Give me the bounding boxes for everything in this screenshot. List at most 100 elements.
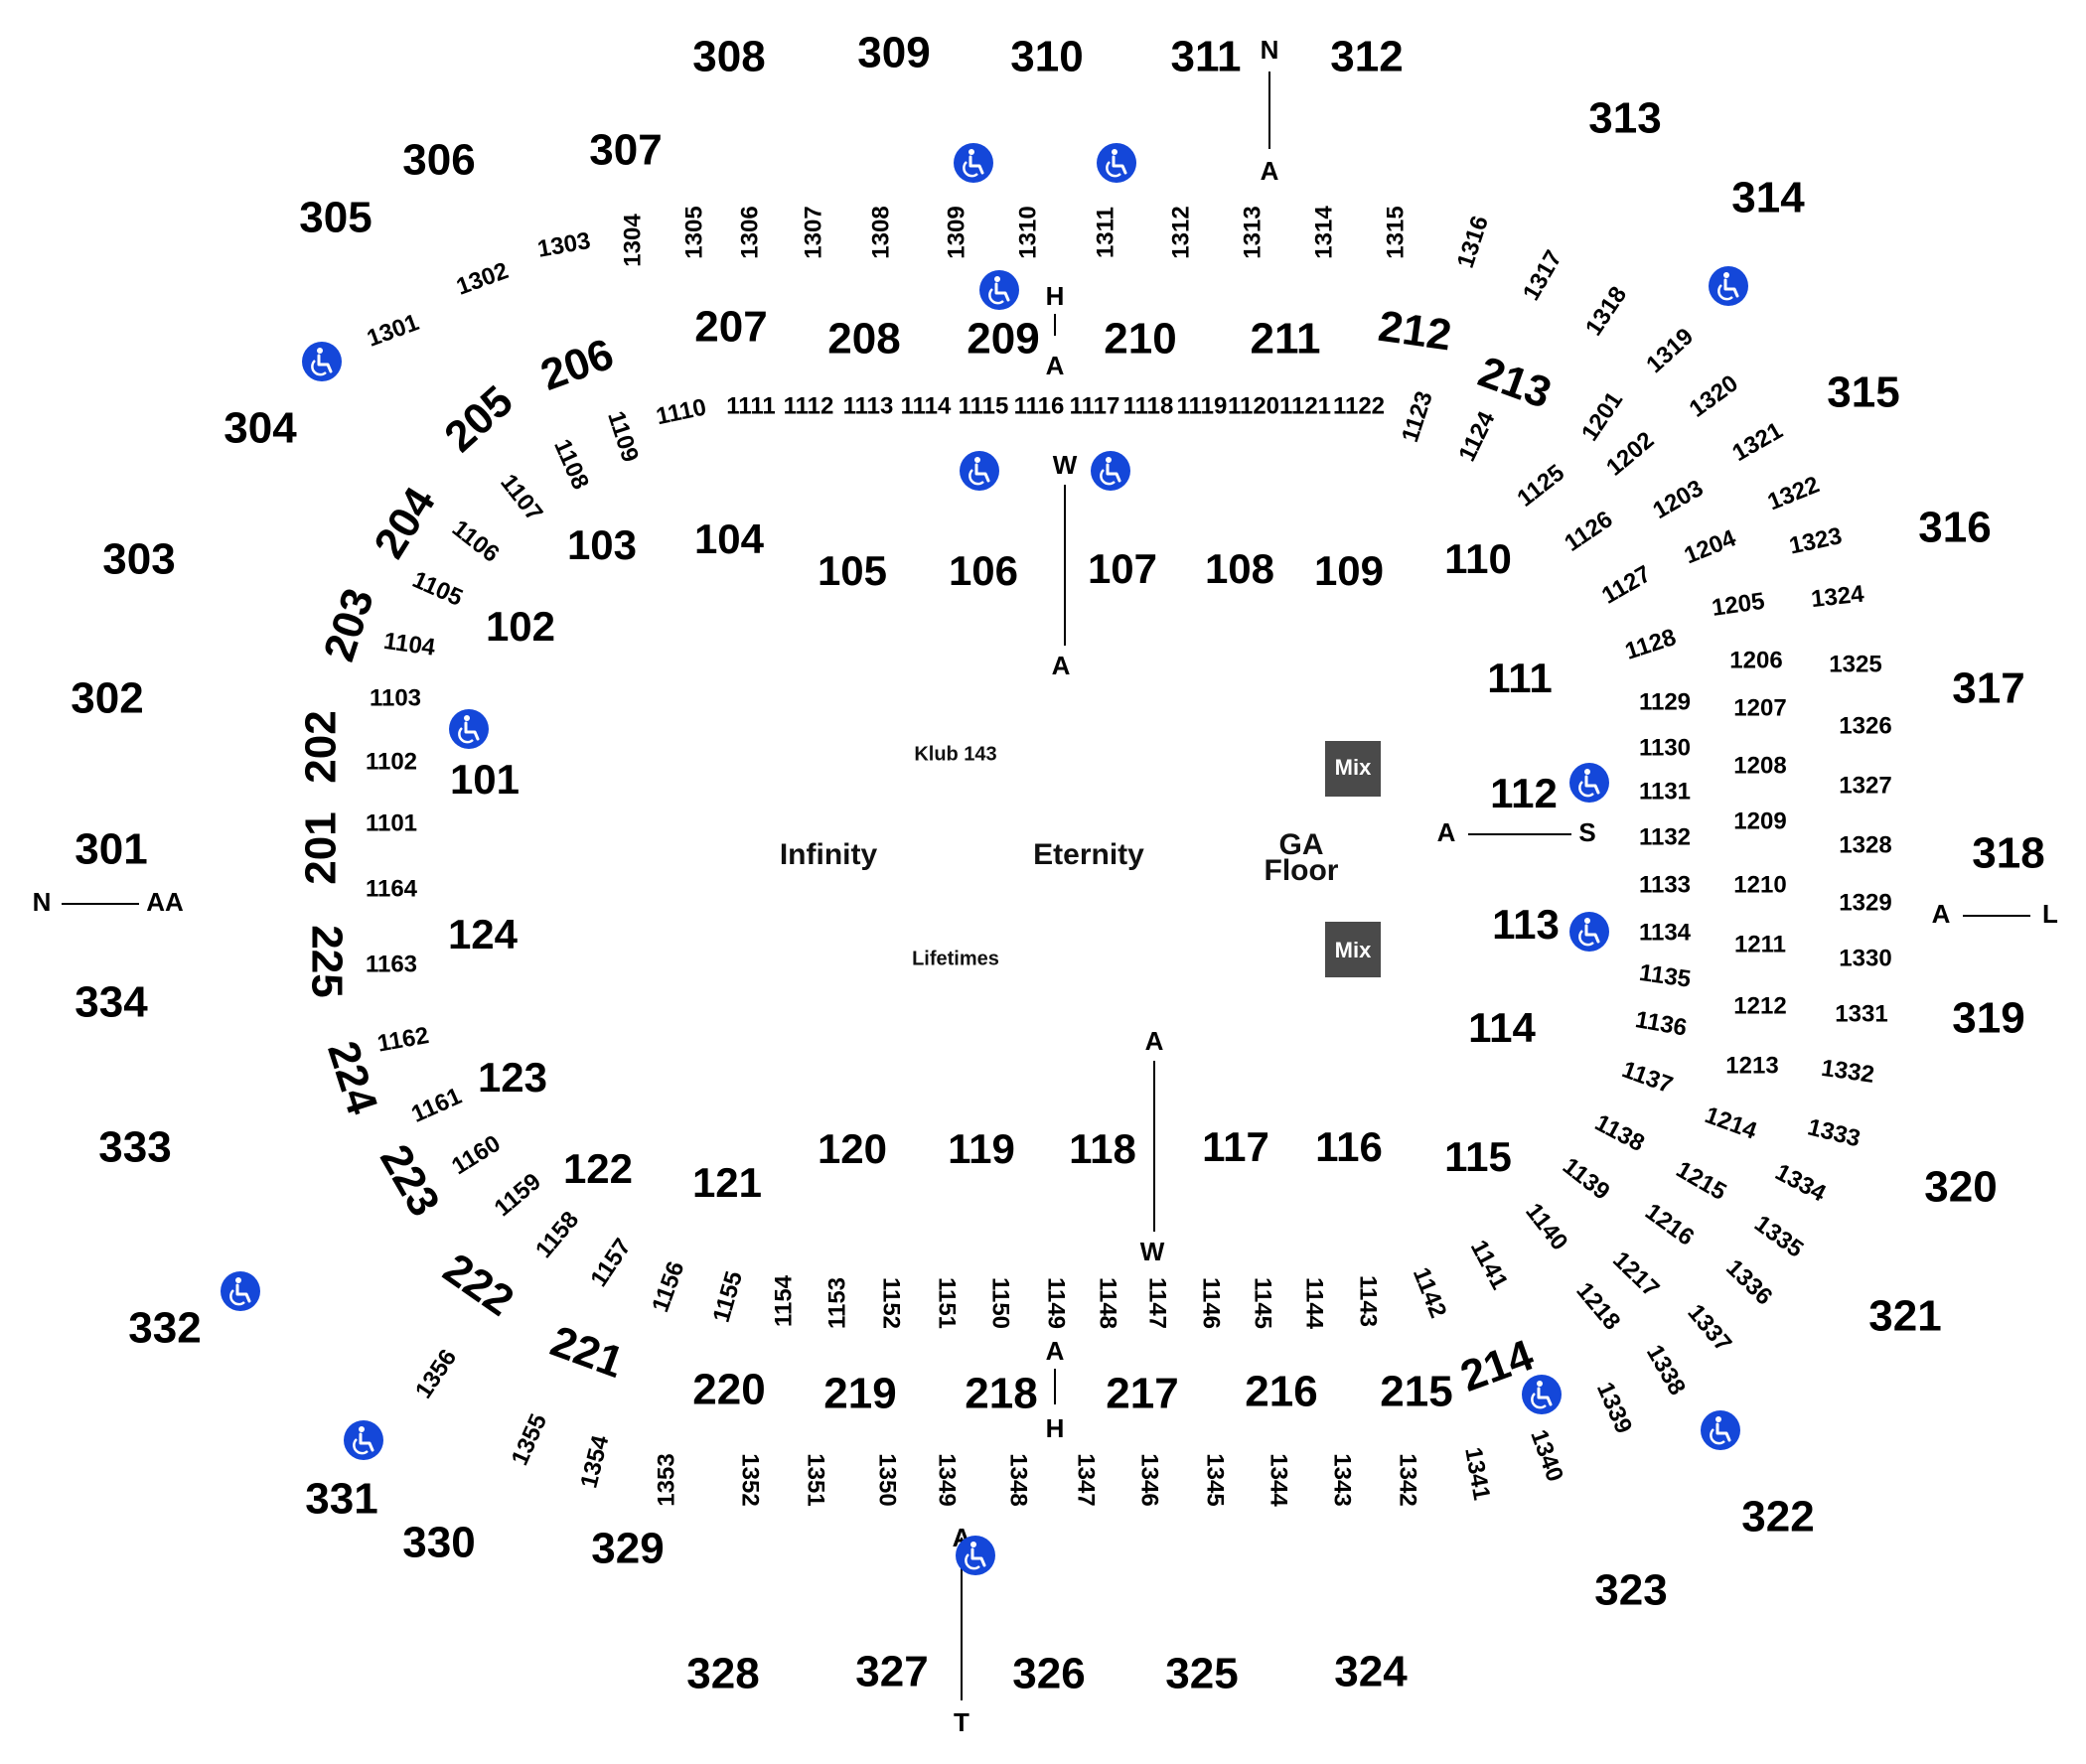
section-220[interactable]: 220 [692,1366,765,1414]
section-221[interactable]: 221 [544,1317,630,1388]
box-1207[interactable]: 1207 [1733,694,1786,721]
section-111[interactable]: 111 [1487,655,1552,701]
section-110[interactable]: 110 [1444,535,1512,582]
box-1136[interactable]: 1136 [1633,1006,1689,1042]
section-112[interactable]: 112 [1490,770,1558,816]
section-104[interactable]: 104 [694,515,765,562]
box-1121[interactable]: 1121 [1279,392,1331,419]
box-1323[interactable]: 1323 [1787,522,1845,560]
section-211[interactable]: 211 [1251,315,1321,364]
box-1329[interactable]: 1329 [1839,889,1891,916]
box-1328[interactable]: 1328 [1839,831,1891,858]
section-105[interactable]: 105 [818,547,887,594]
section-318[interactable]: 318 [1972,829,2044,878]
box-1145[interactable]: 1145 [1250,1277,1276,1329]
box-1147[interactable]: 1147 [1144,1277,1171,1329]
box-1342[interactable]: 1342 [1395,1453,1421,1506]
box-1351[interactable]: 1351 [803,1453,829,1506]
section-314[interactable]: 314 [1731,174,1805,222]
section-326[interactable]: 326 [1012,1650,1085,1698]
box-1123[interactable]: 1123 [1397,388,1438,446]
section-313[interactable]: 313 [1588,94,1661,143]
zone-ga-floor-line1[interactable]: GA [1279,828,1324,861]
box-1301[interactable]: 1301 [364,309,422,353]
box-1210[interactable]: 1210 [1733,871,1786,898]
section-201[interactable]: 201 [297,811,346,884]
box-1104[interactable]: 1104 [381,628,437,662]
box-1308[interactable]: 1308 [867,206,894,258]
box-1309[interactable]: 1309 [943,206,969,258]
box-1158[interactable]: 1158 [530,1207,584,1263]
box-1306[interactable]: 1306 [736,206,763,258]
box-1160[interactable]: 1160 [447,1130,505,1180]
box-1134[interactable]: 1134 [1639,919,1692,946]
box-1348[interactable]: 1348 [1005,1453,1032,1506]
section-315[interactable]: 315 [1827,368,1899,417]
box-1337[interactable]: 1337 [1682,1299,1736,1357]
section-217[interactable]: 217 [1106,1370,1178,1418]
section-333[interactable]: 333 [98,1123,171,1172]
section-212[interactable]: 212 [1376,302,1455,361]
box-1143[interactable]: 1143 [1355,1275,1382,1327]
box-1144[interactable]: 1144 [1301,1277,1328,1330]
section-114[interactable]: 114 [1468,1004,1536,1051]
section-206[interactable]: 206 [534,330,620,400]
section-102[interactable]: 102 [486,603,555,650]
section-304[interactable]: 304 [224,404,297,453]
box-1312[interactable]: 1312 [1167,206,1194,258]
section-124[interactable]: 124 [448,911,519,957]
box-1326[interactable]: 1326 [1839,712,1891,739]
box-1159[interactable]: 1159 [490,1168,546,1222]
box-1318[interactable]: 1318 [1580,282,1632,341]
box-1314[interactable]: 1314 [1310,206,1337,259]
section-322[interactable]: 322 [1741,1493,1814,1542]
box-1156[interactable]: 1156 [647,1258,689,1316]
zone-lifetimes[interactable]: Lifetimes [912,948,999,969]
box-1215[interactable]: 1215 [1672,1156,1731,1206]
section-106[interactable]: 106 [949,547,1018,594]
box-1114[interactable]: 1114 [901,392,952,419]
box-1218[interactable]: 1218 [1570,1277,1625,1335]
section-116[interactable]: 116 [1315,1123,1383,1170]
section-205[interactable]: 205 [435,376,522,462]
box-1101[interactable]: 1101 [366,809,417,836]
section-320[interactable]: 320 [1924,1163,1997,1212]
box-1355[interactable]: 1355 [507,1410,552,1470]
section-101[interactable]: 101 [450,756,520,803]
box-1206[interactable]: 1206 [1729,647,1782,673]
box-1311[interactable]: 1311 [1092,207,1118,258]
box-1343[interactable]: 1343 [1329,1453,1356,1506]
box-1120[interactable]: 1120 [1228,392,1279,419]
box-1331[interactable]: 1331 [1835,1000,1887,1027]
section-107[interactable]: 107 [1088,545,1157,592]
section-202[interactable]: 202 [297,710,346,783]
box-1332[interactable]: 1332 [1820,1055,1876,1089]
section-119[interactable]: 119 [948,1125,1015,1172]
box-1209[interactable]: 1209 [1733,808,1786,834]
box-1105[interactable]: 1105 [408,566,467,612]
box-1140[interactable]: 1140 [1520,1198,1572,1255]
section-225[interactable]: 225 [302,925,351,997]
section-108[interactable]: 108 [1205,545,1274,592]
box-1155[interactable]: 1155 [708,1268,748,1326]
mix-label-top[interactable]: Mix [1335,755,1372,780]
box-1142[interactable]: 1142 [1408,1263,1452,1321]
section-310[interactable]: 310 [1010,33,1083,81]
box-1324[interactable]: 1324 [1810,581,1866,614]
box-1106[interactable]: 1106 [447,514,505,567]
box-1133[interactable]: 1133 [1639,871,1691,898]
section-222[interactable]: 222 [435,1245,522,1326]
section-311[interactable]: 311 [1171,33,1242,81]
section-312[interactable]: 312 [1330,33,1403,81]
box-1138[interactable]: 1138 [1590,1109,1649,1157]
section-331[interactable]: 331 [305,1475,377,1524]
box-1148[interactable]: 1148 [1095,1277,1121,1329]
zone-infinity[interactable]: Infinity [780,838,878,871]
box-1127[interactable]: 1127 [1597,560,1656,609]
section-113[interactable]: 113 [1492,901,1560,948]
section-216[interactable]: 216 [1245,1368,1317,1416]
box-1109[interactable]: 1109 [602,408,644,466]
box-1327[interactable]: 1327 [1839,772,1891,799]
section-208[interactable]: 208 [827,315,900,364]
section-224[interactable]: 224 [318,1036,386,1120]
